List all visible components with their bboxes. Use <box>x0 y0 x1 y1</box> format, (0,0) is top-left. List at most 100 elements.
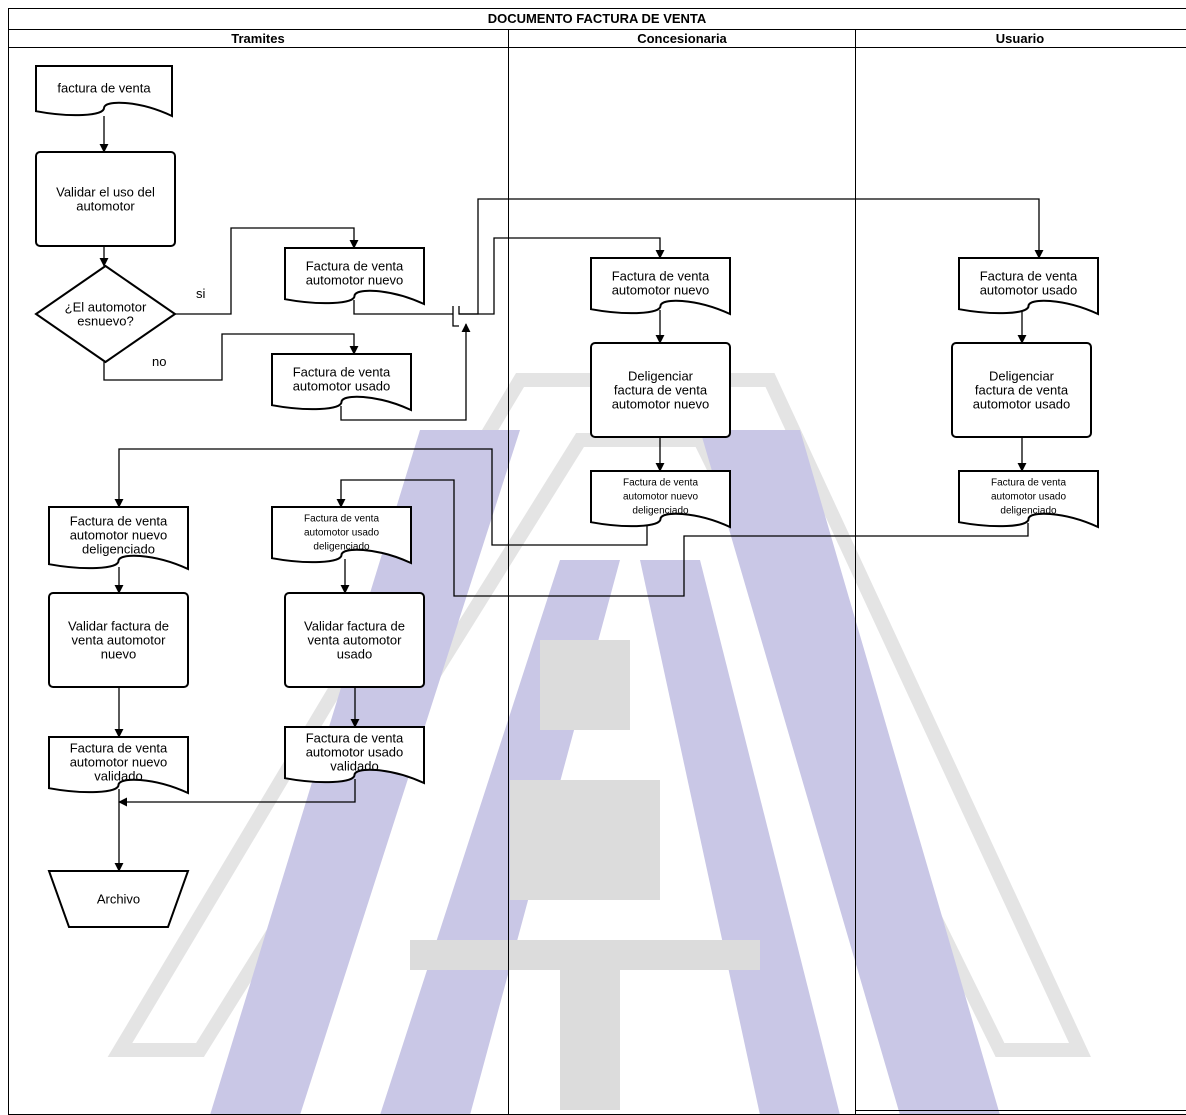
node-factura-venta: factura de venta <box>35 65 173 118</box>
connectors <box>99 116 1044 872</box>
node-shape <box>34 264 177 364</box>
node-label-line: Validar factura de <box>304 619 405 634</box>
node-label-line: nuevo <box>101 647 136 662</box>
connector-15 <box>336 479 1029 597</box>
node-shape <box>35 151 176 247</box>
node-shape <box>284 726 425 785</box>
connector-4 <box>103 333 359 381</box>
node-label-line: deligenciado <box>82 542 155 557</box>
watermark-logo <box>107 373 1091 1115</box>
node-shape <box>958 257 1099 316</box>
node-label-line: automotor nuevo <box>623 492 698 503</box>
node-label-line: Factura de venta <box>980 269 1078 284</box>
connector-5 <box>353 300 453 315</box>
lane-header-tramites: Tramites <box>231 31 284 46</box>
node-usr-usado-delig: Factura de venta automotor usado deligenci… <box>958 470 1099 529</box>
node-label-line: venta automotor <box>308 633 403 648</box>
connector-7 <box>452 306 459 327</box>
node-label-line: automotor nuevo <box>70 528 168 543</box>
node-tram-usado-delig: Factura de venta automotor usado deligenci… <box>271 506 412 565</box>
connector-8 <box>458 198 1044 315</box>
edge-label-yes: si <box>196 286 206 301</box>
node-label-line: Validar factura de <box>68 619 169 634</box>
node-label-line: Factura de venta <box>70 514 168 529</box>
node-shape <box>271 506 412 565</box>
node-shape <box>48 736 189 795</box>
node-label-line: factura de venta <box>614 383 708 398</box>
node-shape <box>958 470 1099 529</box>
node-label-line: automotor usado <box>973 397 1071 412</box>
connector-9 <box>459 237 665 315</box>
node-label-line: automotor usado <box>991 492 1066 503</box>
edge-label-no: no <box>152 354 166 369</box>
node-label-line: Factura de venta <box>304 514 379 525</box>
node-shape <box>48 506 189 571</box>
node-label-line: automotor nuevo <box>612 283 710 298</box>
node-shape <box>271 353 412 412</box>
connector-14 <box>114 448 648 546</box>
node-label-line: automotor nuevo <box>612 397 710 412</box>
node-label-line: automotor nuevo <box>306 273 404 288</box>
node-label-line: deligenciado <box>632 506 689 517</box>
node-label-line: esnuevo? <box>77 314 133 329</box>
node-label-line: factura de venta <box>57 81 151 96</box>
node-conc-nuevo-delig: Factura de venta automotor nuevo deligenci… <box>590 470 731 529</box>
node-label-line: automotor usado <box>306 745 404 760</box>
node-label-line: Factura de venta <box>623 478 698 489</box>
node-label-line: automotor usado <box>304 528 379 539</box>
node-archivo: Archivo <box>47 870 190 928</box>
node-shape <box>48 592 189 688</box>
node-label-line: Factura de venta <box>70 741 168 756</box>
node-label-line: automotor <box>76 199 135 214</box>
node-label-line: automotor usado <box>980 283 1078 298</box>
node-label-line: Factura de venta <box>306 259 404 274</box>
node-label-line: Archivo <box>97 892 140 907</box>
node-label-line: Deligenciar <box>989 369 1055 384</box>
node-label-line: validado <box>330 759 378 774</box>
diagram-title: DOCUMENTO FACTURA DE VENTA <box>488 11 707 26</box>
node-label-line: automotor nuevo <box>70 755 168 770</box>
node-label-line: Validar el uso del <box>56 185 155 200</box>
node-shape <box>590 342 731 438</box>
node-shape <box>35 65 173 118</box>
lane-header-usuario: Usuario <box>996 31 1044 46</box>
node-label-line: Deligenciar <box>628 369 694 384</box>
node-shape <box>590 470 731 529</box>
node-shape <box>951 342 1092 438</box>
node-label-line: Factura de venta <box>306 731 404 746</box>
node-label-line: Factura de venta <box>991 478 1066 489</box>
node-shape <box>284 247 425 306</box>
connector-6 <box>340 323 471 421</box>
connector-3 <box>175 227 359 315</box>
node-shape <box>590 257 731 316</box>
node-label-line: venta automotor <box>72 633 167 648</box>
node-label-line: automotor usado <box>293 379 391 394</box>
connector-21 <box>118 779 356 807</box>
lane-header-concesionaria: Concesionaria <box>637 31 727 46</box>
node-shape <box>284 592 425 688</box>
node-label-line: factura de venta <box>975 383 1069 398</box>
node-label-line: ¿El automotor <box>65 300 147 315</box>
node-label-line: deligenciado <box>1000 506 1057 517</box>
node-label-line: usado <box>337 647 372 662</box>
node-label-line: deligenciado <box>313 542 370 553</box>
node-label-line: Factura de venta <box>612 269 710 284</box>
node-shape <box>47 870 190 928</box>
node-label-line: Factura de venta <box>293 365 391 380</box>
node-label-line: validado <box>94 769 142 784</box>
